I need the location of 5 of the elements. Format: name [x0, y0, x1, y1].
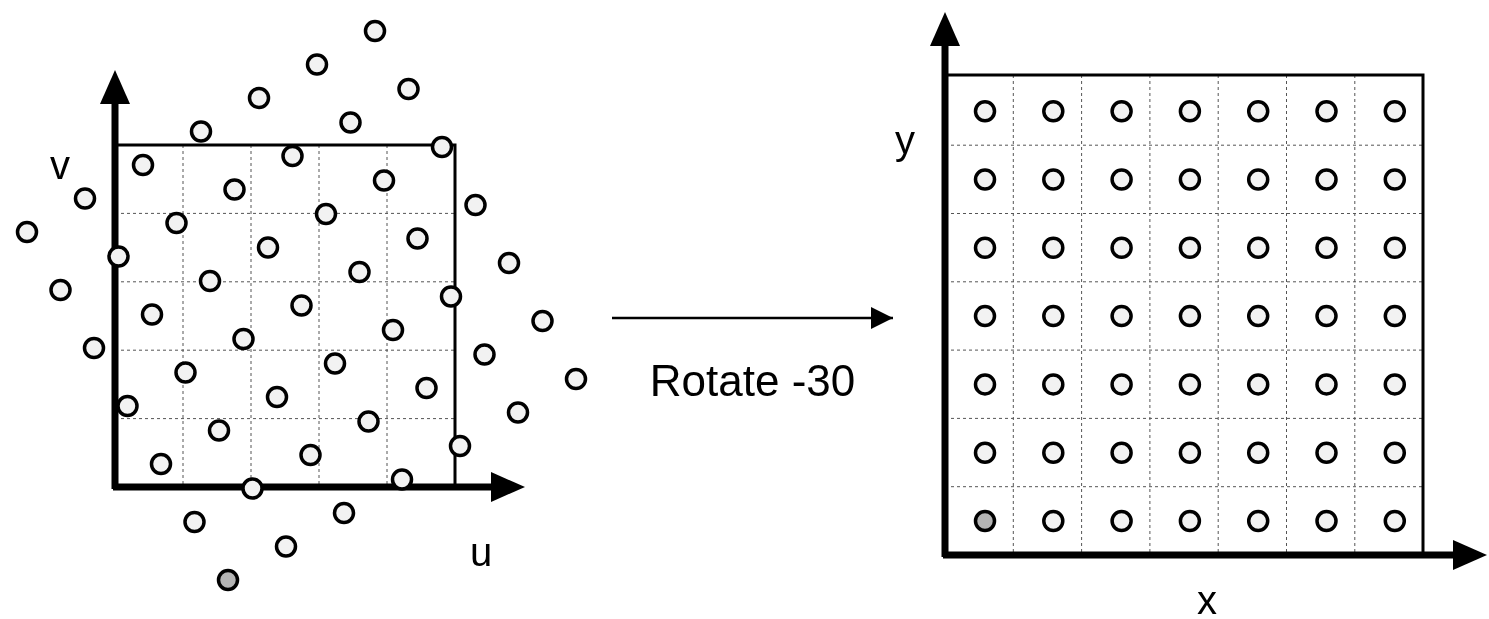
axis-label: x [1197, 578, 1217, 619]
axis-label: u [470, 530, 493, 574]
axis-label: v [50, 143, 70, 187]
arrow [612, 307, 893, 329]
axis-label: y [895, 118, 915, 162]
